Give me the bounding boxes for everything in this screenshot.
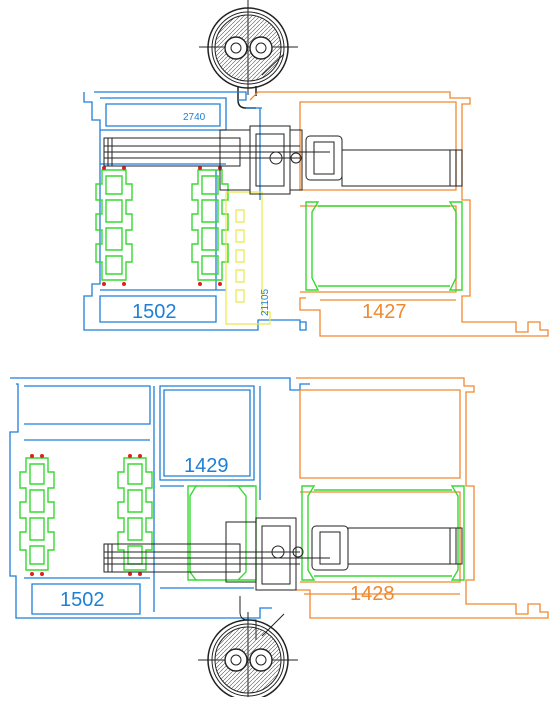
bottom-right-profile-label: 1428 <box>350 583 395 605</box>
top-assembly: 2740 21105 1502 1427 <box>83 0 549 337</box>
top-yellow-profile <box>225 191 271 325</box>
bottom-left-blue-profile <box>9 377 310 619</box>
top-gasket-dots <box>102 166 222 286</box>
top-hardware <box>103 125 463 195</box>
dimension-label-2740: 2740 <box>183 112 206 123</box>
bottom-right-green-frame <box>301 485 465 581</box>
bottom-gasket-dots <box>30 454 142 576</box>
top-left-profile-label: 1502 <box>132 301 177 323</box>
bottom-right-orange-profile <box>296 377 549 619</box>
top-right-green-frame <box>305 201 463 291</box>
bottom-mid-profile-label: 1429 <box>184 455 229 477</box>
bottom-left-profile-label: 1502 <box>60 589 105 611</box>
dimension-label-21105: 21105 <box>260 288 271 316</box>
top-right-profile-label: 1427 <box>362 301 407 323</box>
top-left-blue-profile <box>83 91 307 331</box>
bottom-hardware <box>103 517 463 640</box>
bottom-assembly: 1429 1502 1428 <box>9 377 549 701</box>
top-right-orange-profile <box>249 91 549 337</box>
top-green-profiles <box>95 169 229 281</box>
hinge-roller-icon <box>198 612 298 701</box>
